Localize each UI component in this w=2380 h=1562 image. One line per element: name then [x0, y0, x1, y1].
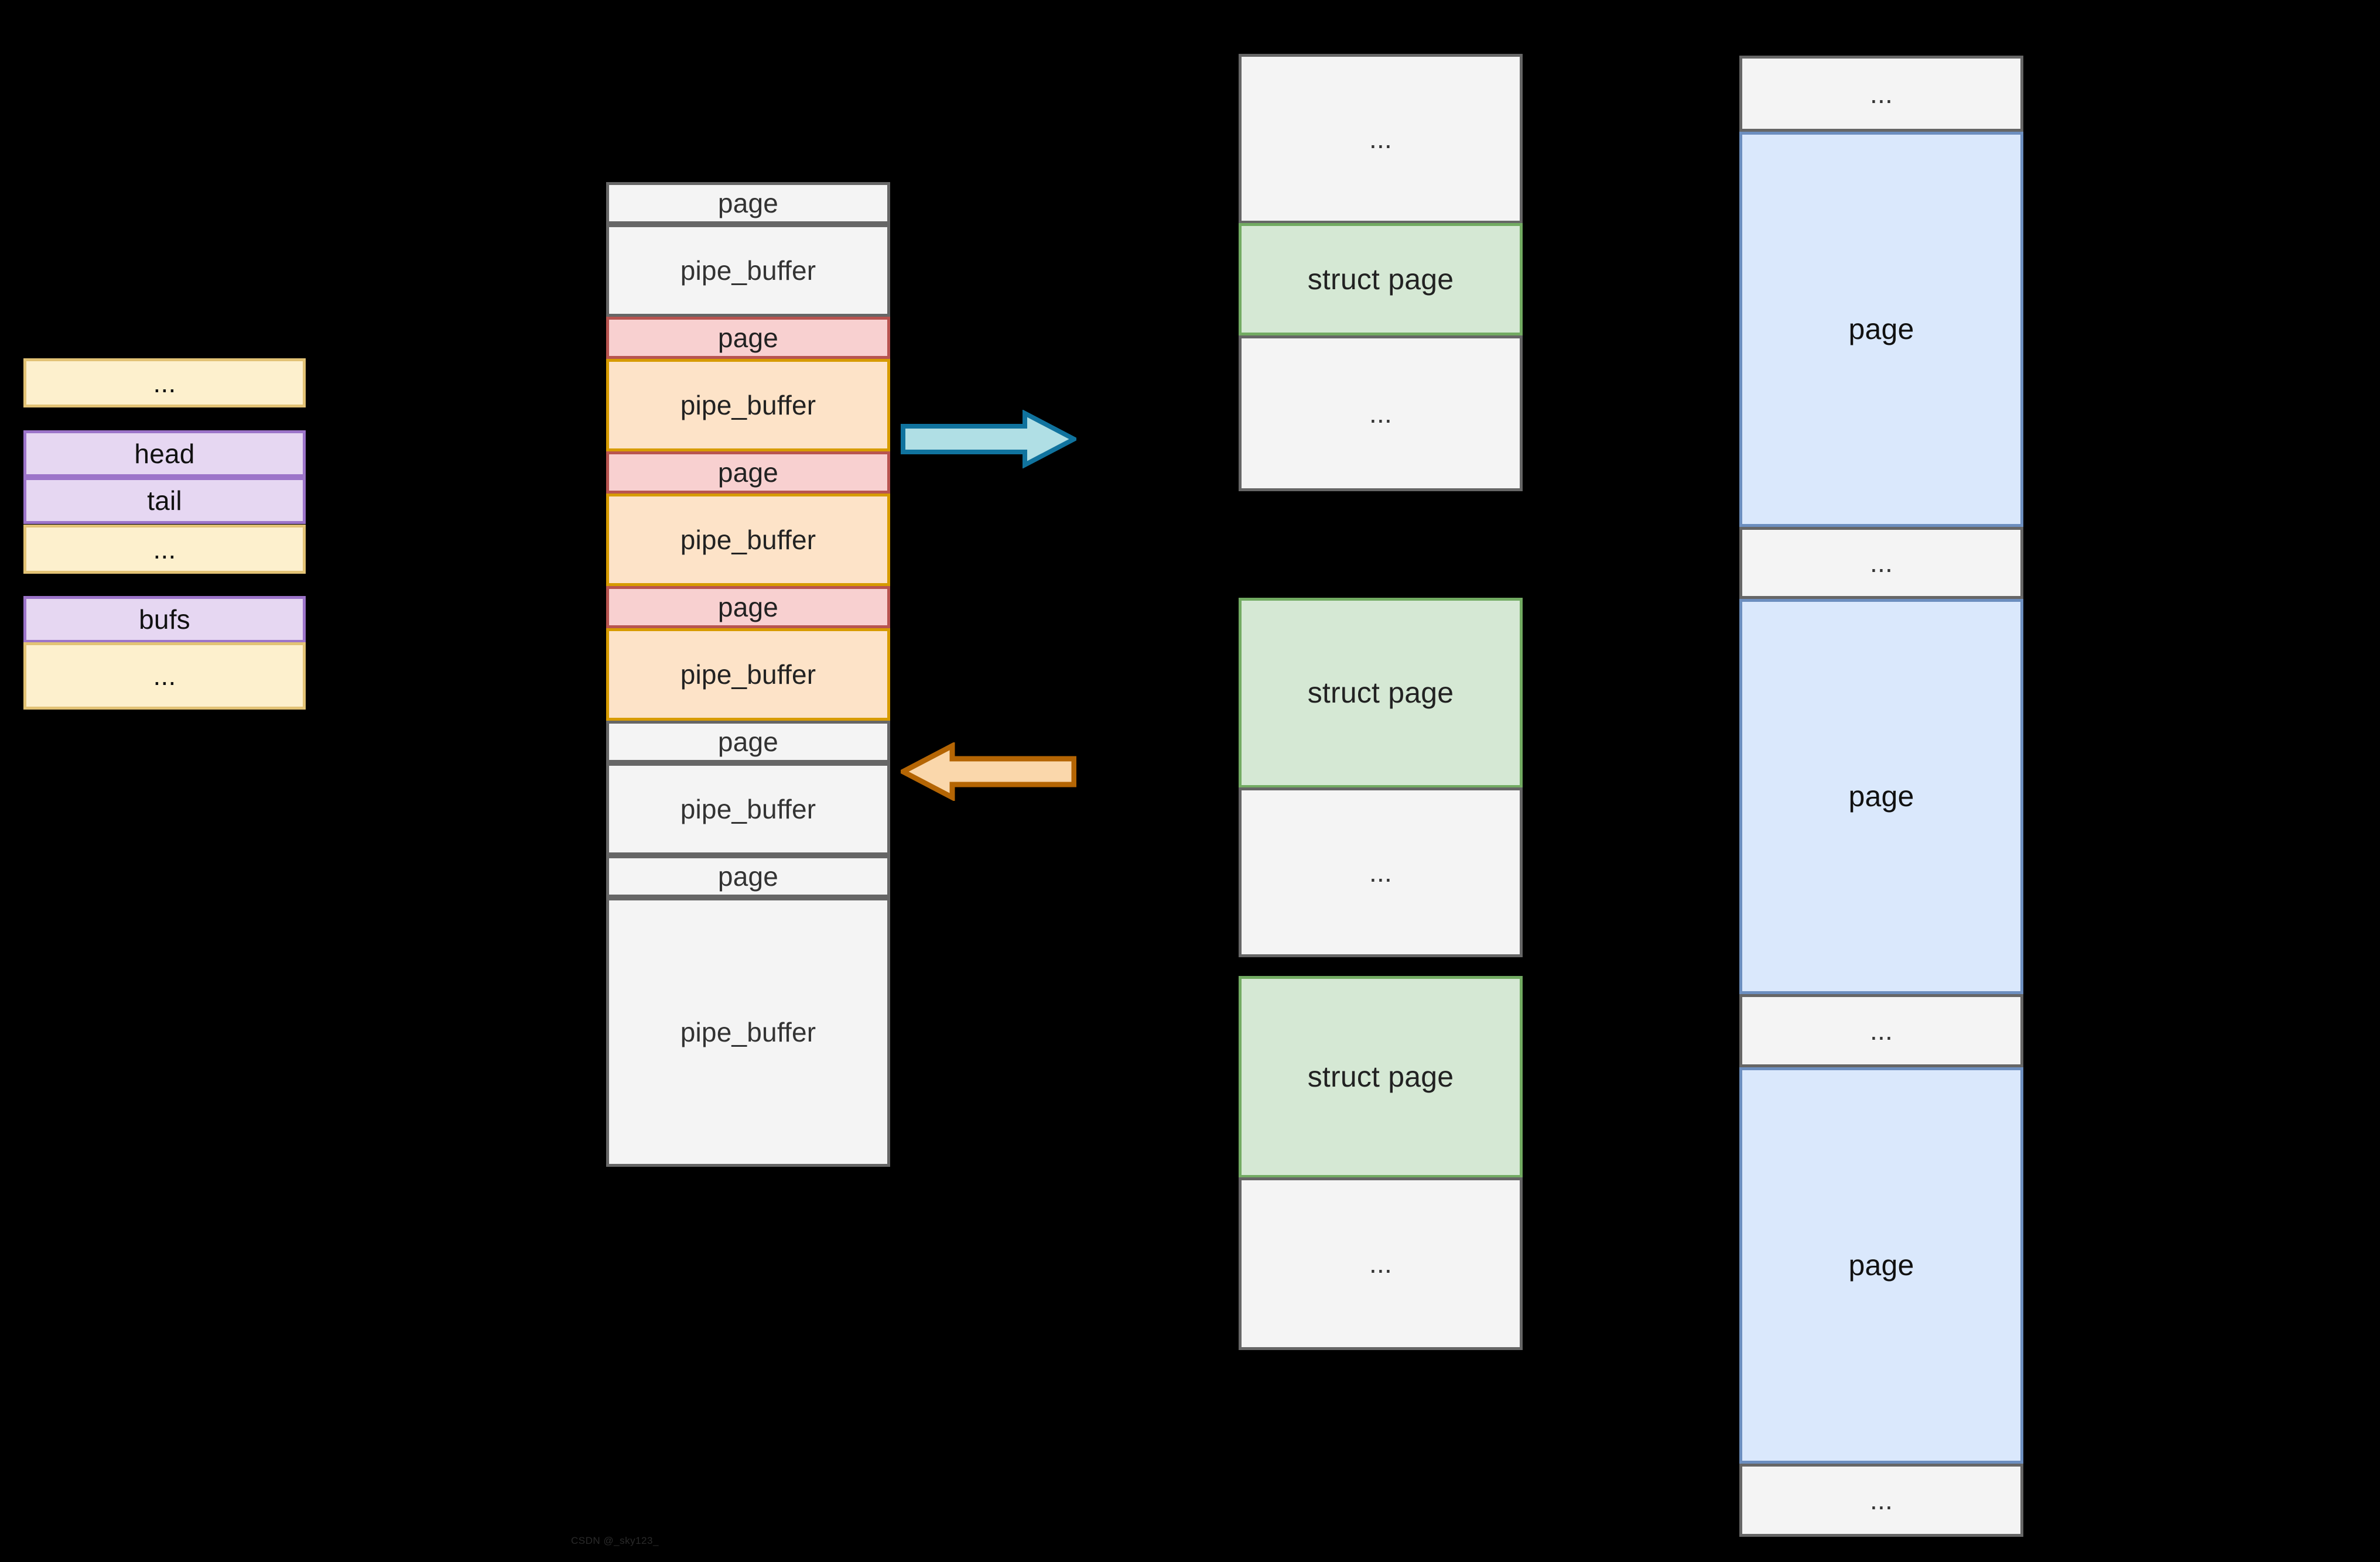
struct-page-row-ellipsis: ...	[1239, 1177, 1523, 1350]
pipe-buffer-array-row-page: page	[606, 721, 890, 763]
pipe-struct-row-bufs: bufs	[23, 596, 306, 643]
pipe-buffer-array-row-buffer: pipe_buffer	[606, 224, 890, 317]
pipe-buffer-array-row-page: page	[606, 182, 890, 224]
pipe-struct-row: ...	[23, 642, 306, 710]
struct-page-row: struct page	[1239, 223, 1523, 335]
orange-arrow-left-icon	[901, 742, 1076, 801]
physical-page-row: page	[1739, 599, 2023, 994]
struct-page-row-ellipsis: ...	[1239, 335, 1523, 491]
pipe-struct-row: ...	[23, 525, 306, 574]
physical-page-row-ellipsis: ...	[1739, 994, 2023, 1067]
pipe-buffer-array-row-buffer: pipe_buffer	[606, 898, 890, 1167]
pipe-buffer-array-row-page: page	[606, 317, 890, 359]
physical-page-row-ellipsis: ...	[1739, 527, 2023, 599]
pipe-buffer-array-row-buffer: pipe_buffer	[606, 763, 890, 855]
pipe-struct-row: ...	[23, 358, 306, 407]
physical-page-row: page	[1739, 1067, 2023, 1464]
pipe-struct-row-tail: tail	[23, 477, 306, 524]
struct-page-row: struct page	[1239, 976, 1523, 1178]
pipe-buffer-array-row-page: page	[606, 855, 890, 898]
pipe-buffer-array-row-buffer: pipe_buffer	[606, 359, 890, 451]
struct-page-row-ellipsis: ...	[1239, 54, 1523, 224]
cyan-arrow-right-icon	[901, 410, 1076, 468]
pipe-buffer-array-row-buffer: pipe_buffer	[606, 494, 890, 586]
struct-page-row: struct page	[1239, 598, 1523, 788]
physical-page-row: page	[1739, 132, 2023, 527]
pipe-struct-row-head: head	[23, 430, 306, 477]
pipe-buffer-array-row-page: page	[606, 451, 890, 494]
pipe-buffer-array-row-buffer: pipe_buffer	[606, 628, 890, 721]
physical-page-row-ellipsis: ...	[1739, 1464, 2023, 1537]
physical-page-row-ellipsis: ...	[1739, 56, 2023, 132]
pipe-buffer-array-row-page: page	[606, 586, 890, 628]
watermark: CSDN @_sky123_	[571, 1535, 659, 1546]
struct-page-row-ellipsis: ...	[1239, 787, 1523, 957]
